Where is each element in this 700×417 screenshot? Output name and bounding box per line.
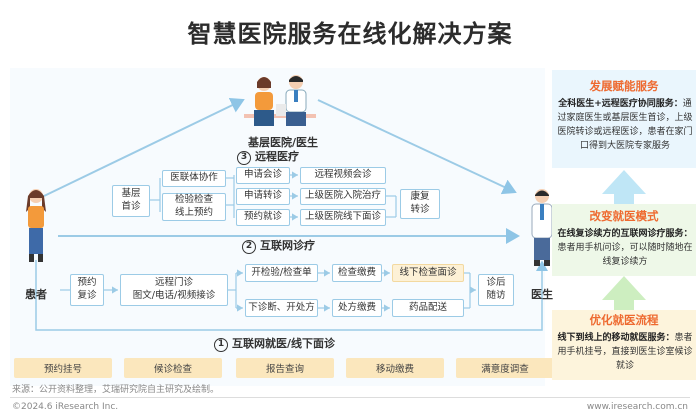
panel-process-bold: 线下到线上的移动就医服务：	[557, 333, 675, 343]
right-panel-middle	[552, 204, 696, 276]
diagram-background	[10, 68, 545, 386]
apply-referral: 申请转诊	[236, 188, 290, 205]
tag-waiting-exam: 候诊检查	[124, 358, 222, 378]
right-panel-top	[552, 70, 696, 168]
panel-empower-bold: 全科医生+远程医疗协同服务：	[558, 99, 683, 109]
stage-remote-label: 3 远程医疗	[237, 148, 299, 165]
remote-video-consultation: 远程视频会诊	[300, 167, 386, 184]
grassroots-doctor-illustration	[244, 75, 316, 126]
diagnose-prescribe: 下诊断、开处方	[245, 299, 318, 317]
stage-remote-text: 远程医疗	[255, 150, 299, 163]
website: www.iresearch.com.cn	[586, 402, 688, 412]
stage-internet-label: 2 互联网诊疗	[242, 237, 315, 254]
tag-report-query: 报告查询	[236, 358, 334, 378]
stage-number: 2	[242, 240, 256, 254]
patient-illustration	[26, 189, 46, 262]
grassroots-first-visit: 基层 首诊	[112, 185, 150, 217]
panel-mode-title: 改变就医模式	[589, 209, 659, 223]
panel-process-text: 线下到线上的移动就医服务：患者用手机挂号，直接到医生诊室候诊就诊	[556, 332, 694, 374]
panel-empower-body: 通过家庭医生或基层医生首诊，上级医院转诊或远程医诊，患者在家门口得到大医院专家服…	[557, 99, 693, 151]
page-title: 智慧医院服务在线化解决方案	[187, 20, 513, 48]
alliance-collaboration: 医联体协作	[162, 170, 226, 187]
grassroots-label: 基层医院/医生	[247, 136, 319, 149]
drug-delivery: 药品配送	[392, 299, 464, 317]
source-note: 来源：公开资料整理，艾瑞研究院自主研究及绘制。	[12, 385, 220, 395]
copyright: ©2024.6 iResearch Inc.	[12, 402, 119, 412]
rehab-referral: 康复 转诊	[400, 189, 440, 219]
panel-mode-text: 在线复诊续方的互联网诊疗服务： 患者用手机问诊，可以随时随地在线复诊续方	[556, 228, 694, 270]
apply-consultation: 申请会诊	[236, 167, 290, 184]
patient-label: 患者	[25, 288, 47, 301]
panel-process-body: 患者用手机挂号，直接到医生诊室候诊就诊	[557, 333, 693, 371]
panel-mode-bold: 在线复诊续方的互联网诊疗服务：	[557, 229, 693, 239]
right-panel-bottom	[552, 310, 696, 380]
panel-process-title: 优化就医流程	[589, 313, 659, 327]
doctor-illustration	[531, 189, 553, 266]
tag-satisfaction-survey: 满意度调查	[456, 358, 554, 378]
stage-offline-label: 1 互联网就医/线下面诊	[214, 335, 335, 352]
offline-exam-visit: 线下检查面诊	[392, 264, 464, 282]
order-exam: 开检验/检查单	[245, 264, 318, 282]
exam-online-booking: 检验检查 线上预约	[162, 193, 226, 221]
panel-empower-title: 发展赋能服务	[589, 79, 659, 93]
post-visit-followup: 诊后 随访	[478, 274, 514, 306]
tag-appointment: 预约挂号	[14, 358, 112, 378]
stage-number: 1	[214, 338, 228, 352]
prescription-payment: 处方缴费	[332, 299, 382, 317]
book-revisit: 预约 复诊	[70, 274, 104, 306]
stage-offline-text: 互联网就医/线下面诊	[232, 337, 336, 350]
exam-payment: 检查缴费	[332, 264, 382, 282]
footer-divider	[10, 397, 690, 398]
panel-empower-text: 全科医生+远程医疗协同服务：通过家庭医生或基层医生首诊，上级医院转诊或远程医诊，…	[556, 98, 694, 154]
stage-number: 3	[237, 151, 251, 165]
tag-mobile-payment: 移动缴费	[346, 358, 444, 378]
book-visit: 预约就诊	[236, 209, 290, 226]
doctor-label: 医生	[531, 288, 553, 301]
remote-clinic: 远程门诊 图文/电话/视频接诊	[120, 274, 228, 306]
panel-mode-body: 患者用手机问诊，可以随时随地在线复诊续方	[557, 242, 693, 267]
stage-internet-text: 互联网诊疗	[260, 239, 315, 252]
upper-hospital-admission: 上级医院入院治疗	[300, 188, 386, 205]
upper-hospital-offline-visit: 上级医院线下面诊	[300, 209, 386, 226]
